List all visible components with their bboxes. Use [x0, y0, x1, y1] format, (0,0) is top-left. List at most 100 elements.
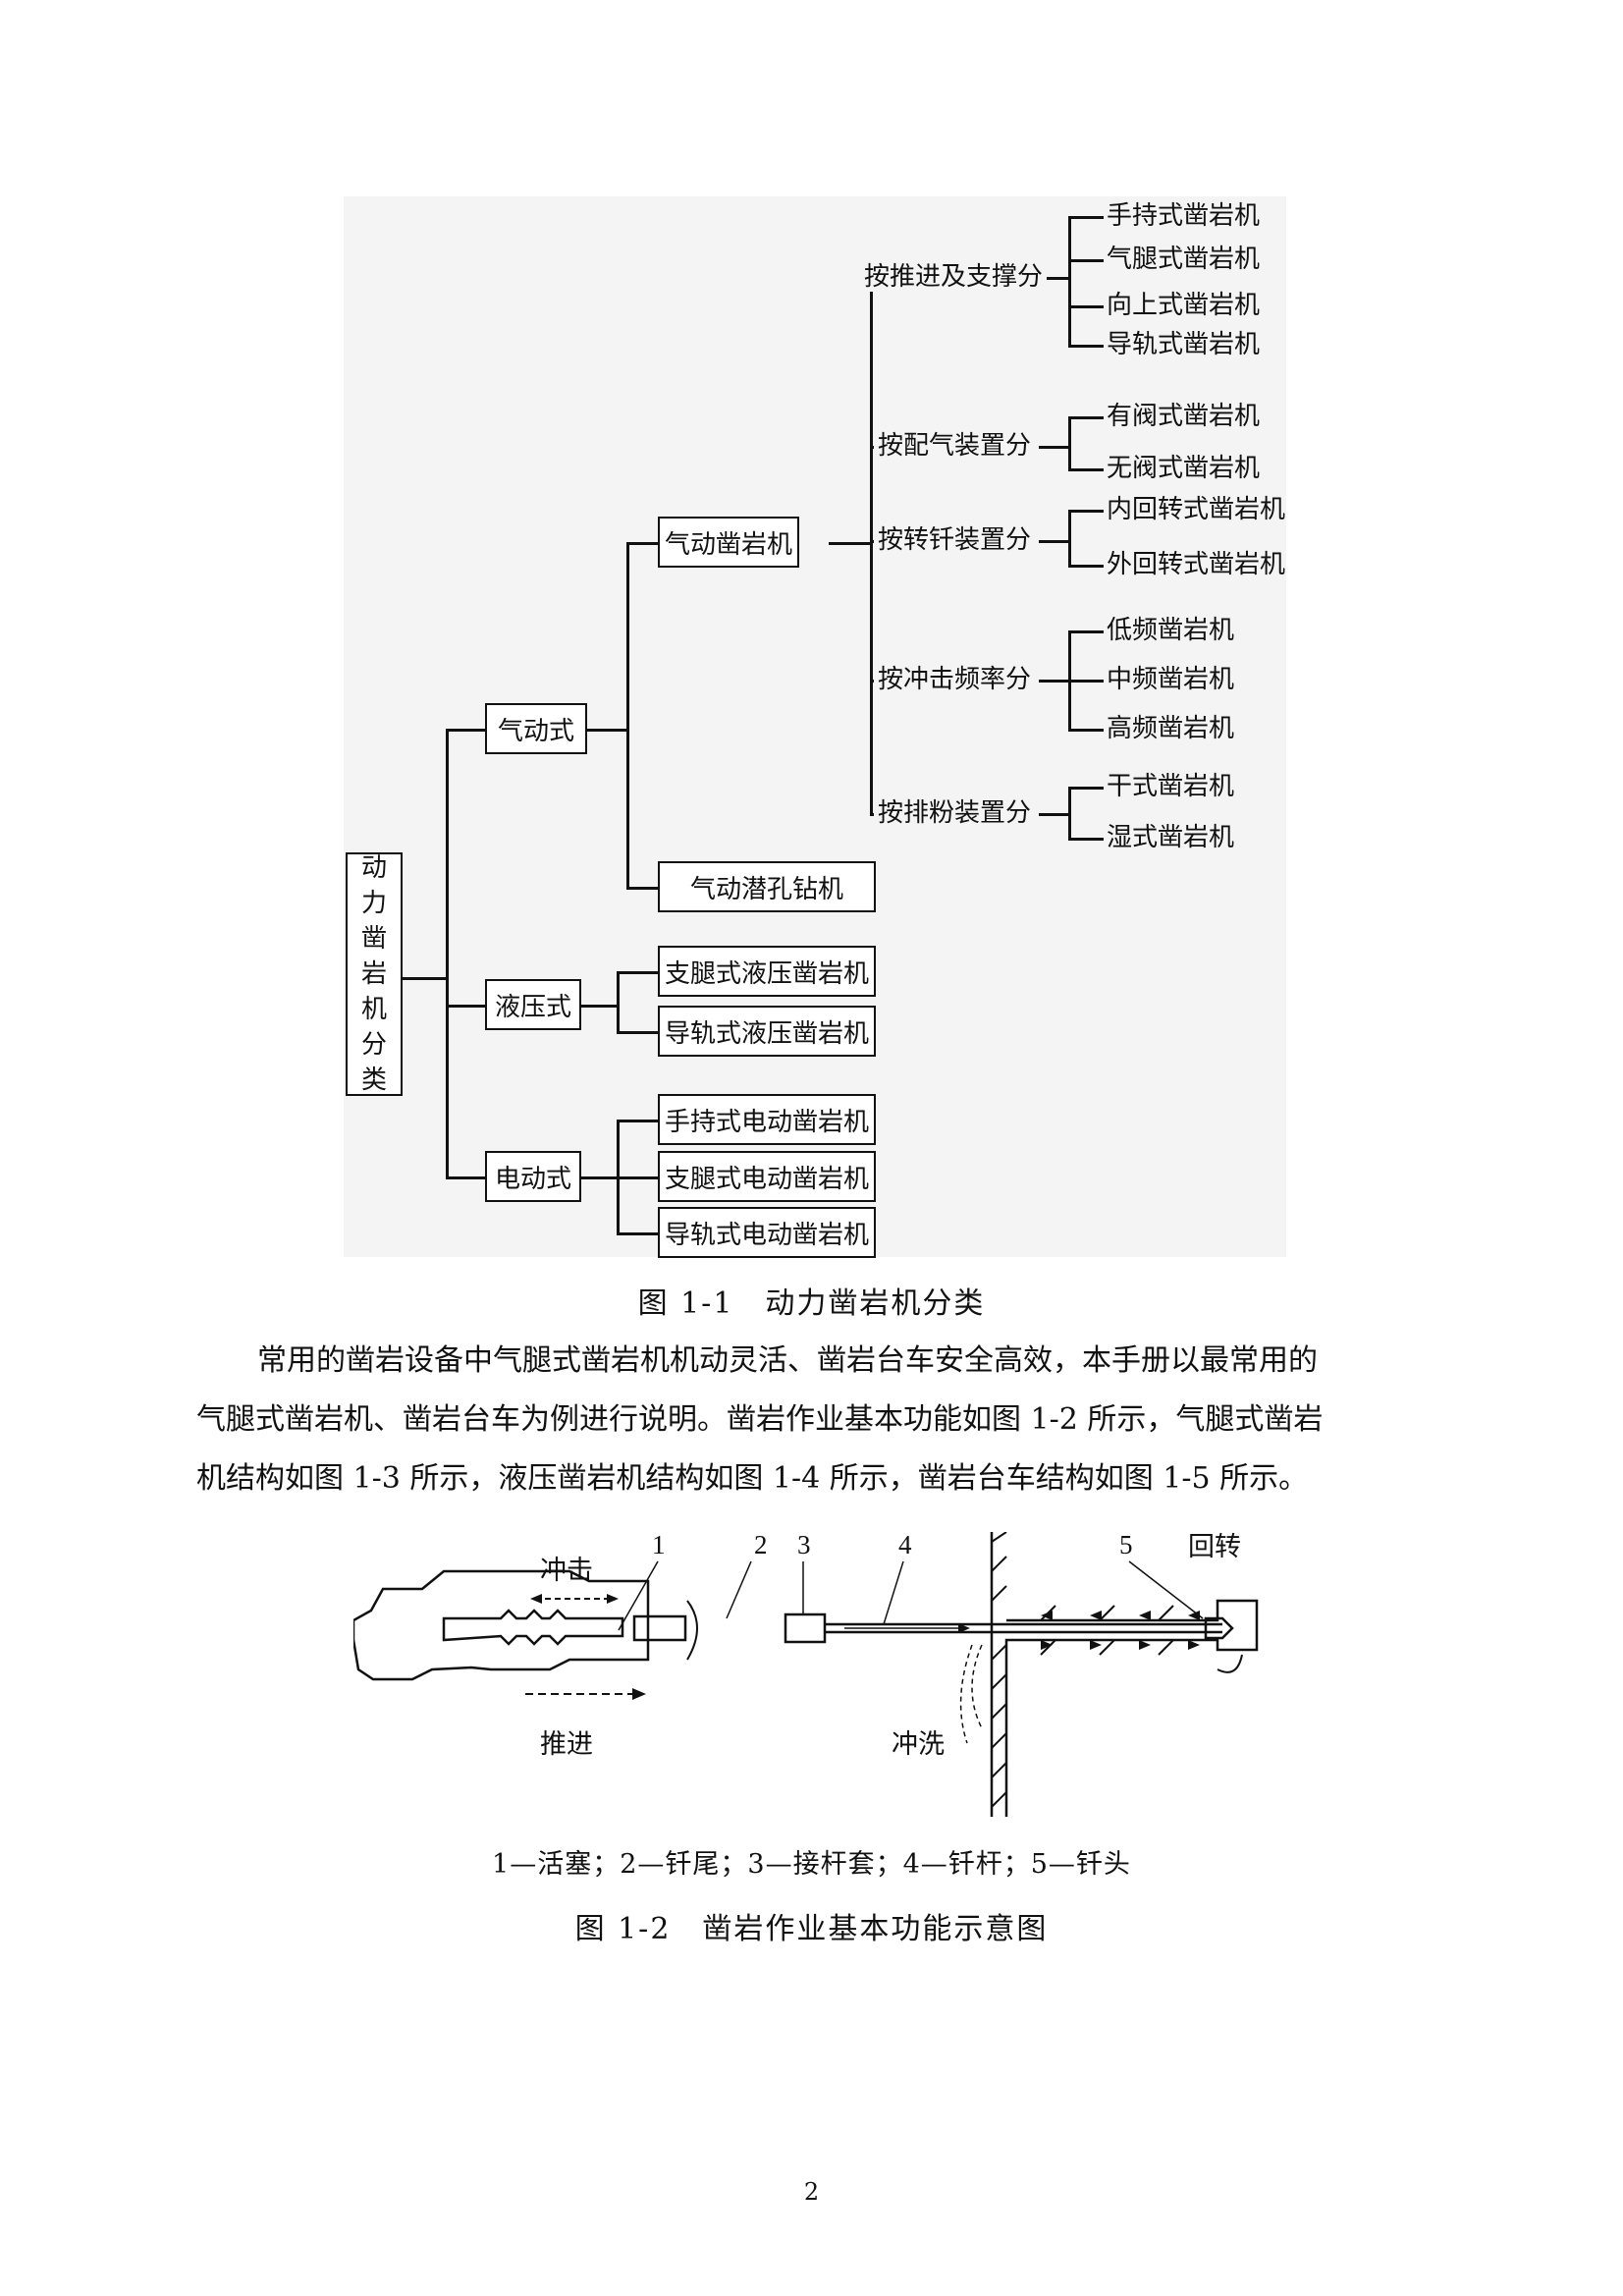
- connector: [1039, 540, 1068, 543]
- leaf-item: 中频凿岩机: [1107, 665, 1235, 694]
- box-pneumatic-dth-drill: 气动潜孔钻机: [658, 861, 876, 912]
- leaf-item: 导轨式凿岩机: [1107, 330, 1261, 359]
- leaf-item: 内回转式凿岩机: [1107, 495, 1286, 524]
- connector: [617, 1120, 658, 1122]
- label-impact: 冲击: [540, 1556, 593, 1585]
- leader-line: [726, 1560, 752, 1619]
- box-pneumatic: 气动式: [485, 703, 587, 754]
- box-electric-rail: 导轨式电动凿岩机: [658, 1207, 876, 1258]
- rotation-arrow: [1217, 1654, 1243, 1673]
- connector: [1068, 468, 1104, 471]
- leaf-item: 手持式凿岩机: [1107, 201, 1261, 231]
- connector: [1068, 305, 1104, 308]
- page-number: 2: [803, 2178, 820, 2206]
- paragraph-line: 常用的凿岩设备中气腿式凿岩机机动灵活、凿岩台车安全高效，本手册以最常用的: [257, 1343, 1318, 1378]
- connector: [1068, 510, 1071, 567]
- leaf-item: 无阀式凿岩机: [1107, 454, 1261, 483]
- label-rotate: 回转: [1188, 1532, 1241, 1561]
- figure-1-2-caption: 图 1-2 凿岩作业基本功能示意图: [574, 1912, 1049, 1946]
- connector: [1068, 787, 1071, 840]
- arrow-head: [632, 1688, 646, 1700]
- connector: [1068, 680, 1104, 683]
- connector: [617, 1232, 658, 1235]
- connector: [403, 977, 446, 980]
- leaf-item: 有阀式凿岩机: [1107, 402, 1261, 431]
- drill-housing: [353, 1569, 650, 1681]
- root-char: 类: [360, 1066, 387, 1095]
- leaf-item: 高频凿岩机: [1107, 714, 1235, 743]
- connector: [829, 542, 870, 545]
- criterion-rotation: 按转钎装置分: [874, 525, 1036, 555]
- connector: [626, 887, 658, 890]
- connector: [617, 1031, 658, 1034]
- connector: [626, 542, 658, 545]
- connector: [1068, 729, 1104, 732]
- connector: [1068, 787, 1104, 790]
- connector: [617, 971, 620, 1033]
- leaf-item: 气腿式凿岩机: [1107, 245, 1261, 274]
- return-flow-arrows: [1041, 1611, 1200, 1650]
- connector: [1068, 216, 1071, 346]
- leader-line: [618, 1560, 659, 1631]
- arrow-head: [958, 1623, 970, 1633]
- leader-line: [1128, 1560, 1204, 1619]
- figure-1-2-rock-drilling-diagram: 冲击 推进 冲洗 回转 1 2 3 4 5: [353, 1532, 1259, 1817]
- connector: [587, 729, 626, 732]
- connector: [1039, 446, 1068, 449]
- connector: [1068, 565, 1104, 568]
- label-4: 4: [898, 1532, 912, 1559]
- label-flush: 冲洗: [892, 1729, 945, 1759]
- flush-spray: [959, 1644, 983, 1744]
- connector: [446, 729, 449, 1177]
- root-char: 力: [360, 889, 387, 918]
- box-hydraulic-rail: 导轨式液压凿岩机: [658, 1006, 876, 1057]
- label-2: 2: [754, 1532, 768, 1559]
- root-char: 动: [360, 853, 387, 883]
- rock-face: [1004, 1599, 1259, 1817]
- box-electric-handheld: 手持式电动凿岩机: [658, 1094, 876, 1145]
- box-electric-leg: 支腿式电动凿岩机: [658, 1151, 876, 1202]
- label-feed: 推进: [540, 1729, 593, 1759]
- root-char: 分: [360, 1030, 387, 1060]
- connector: [1068, 838, 1104, 841]
- criterion-valve: 按配气装置分: [874, 431, 1036, 461]
- connector: [446, 1176, 485, 1179]
- shank: [632, 1614, 687, 1642]
- connector: [1068, 416, 1104, 419]
- connector: [446, 729, 485, 732]
- root-char: 机: [360, 995, 387, 1024]
- arrow-head: [530, 1594, 542, 1604]
- arrow-head: [607, 1594, 619, 1604]
- connector: [617, 1176, 658, 1179]
- connector: [1068, 416, 1071, 470]
- connector: [581, 1176, 617, 1179]
- box-electric: 电动式: [485, 1151, 581, 1202]
- connector: [446, 1005, 485, 1008]
- connector: [1039, 277, 1068, 280]
- leaf-item: 向上式凿岩机: [1107, 291, 1261, 320]
- leader-line: [883, 1560, 904, 1625]
- figure-1-2-legend: 1—活塞；2—钎尾；3—接杆套；4—钎杆；5—钎头: [492, 1849, 1131, 1880]
- leaf-item: 低频凿岩机: [1107, 616, 1235, 645]
- leaf-item: 湿式凿岩机: [1107, 823, 1235, 852]
- box-pneumatic-rock-drill: 气动凿岩机: [658, 517, 799, 568]
- drill-bit: [1204, 1616, 1234, 1640]
- paragraph-line: 气腿式凿岩机、凿岩台车为例进行说明。凿岩作业基本功能如图 1-2 所示，气腿式凿…: [196, 1402, 1324, 1437]
- connector: [870, 277, 873, 815]
- connector: [1068, 510, 1104, 513]
- connector: [1068, 345, 1104, 348]
- paragraph-line: 机结构如图 1-3 所示，液压凿岩机结构如图 1-4 所示，凿岩台车结构如图 1…: [196, 1461, 1309, 1496]
- criterion-powder-removal: 按排粉装置分: [874, 798, 1036, 828]
- root-char: 岩: [360, 959, 387, 989]
- connector: [1039, 813, 1068, 816]
- connector: [1068, 259, 1104, 262]
- shank-tail: [686, 1600, 698, 1661]
- label-3: 3: [797, 1532, 811, 1559]
- root-char: 凿: [360, 924, 387, 954]
- criterion-frequency: 按冲击频率分: [874, 665, 1036, 694]
- connector: [581, 1005, 617, 1008]
- connector: [1068, 630, 1104, 633]
- root-box-classification: 动 力 凿 岩 机 分 类: [346, 852, 403, 1096]
- body-paragraph: 常用的凿岩设备中气腿式凿岩机机动灵活、凿岩台车安全高效，本手册以最常用的 气腿式…: [196, 1332, 1434, 1508]
- coupling-sleeve: [784, 1613, 827, 1644]
